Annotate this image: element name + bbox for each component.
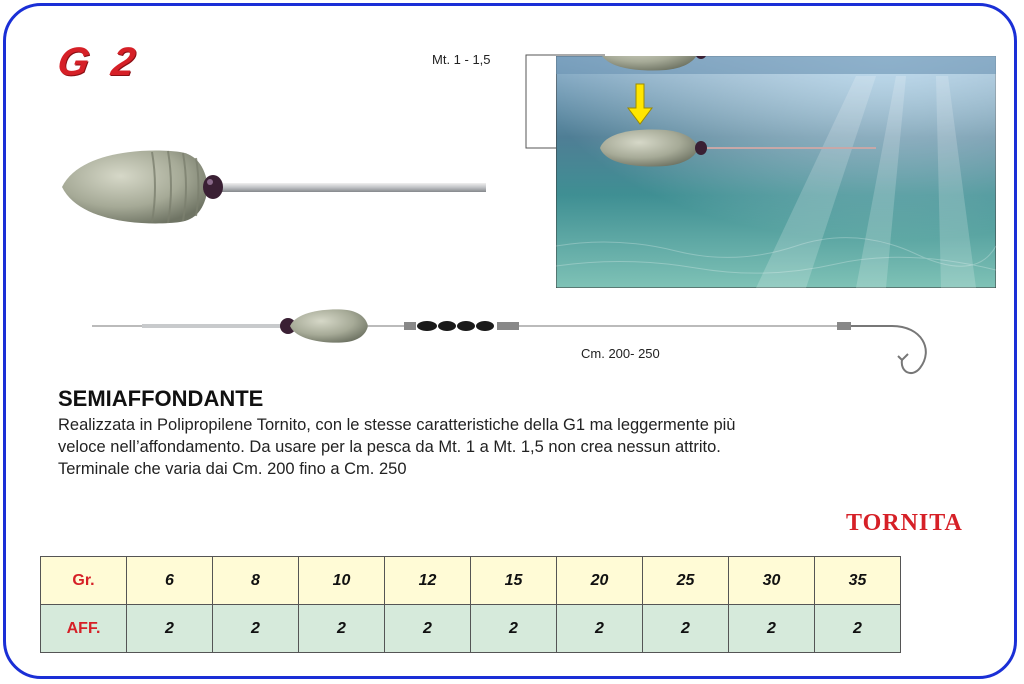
table-cell: 6 [126,556,213,605]
table-cell: 2 [298,604,385,653]
table-cell: 2 [212,604,299,653]
table-cell: 20 [556,556,643,605]
brand-logo: TORNITA [846,510,963,536]
table-cell: 8 [212,556,299,605]
product-title: SEMIAFFONDANTE [58,386,264,411]
table-cell: 2 [556,604,643,653]
table-cell: 2 [470,604,557,653]
table-cell: 10 [298,556,385,605]
table-cell: 2 [728,604,815,653]
row-header-aff: AFF. [40,604,127,653]
spec-table: Gr. 6 8 10 12 15 20 25 30 35 AFF. 2 2 2 … [40,556,901,653]
description-line: Realizzata in Polipropilene Tornito, con… [58,416,736,434]
table-row: Gr. 6 8 10 12 15 20 25 30 35 [40,556,901,605]
table-cell: 25 [642,556,729,605]
description-line: veloce nell’affondamento. Da usare per l… [58,438,721,456]
table-cell: 2 [642,604,729,653]
table-cell: 30 [728,556,815,605]
table-cell: 35 [814,556,901,605]
table-cell: 12 [384,556,471,605]
table-cell: 15 [470,556,557,605]
table-cell: 2 [814,604,901,653]
depth-label: Mt. 1 - 1,5 [432,52,491,67]
product-description: Realizzata in Polipropilene Tornito, con… [58,414,958,480]
underwater-scene [556,56,996,288]
rig-illustration [92,309,927,375]
length-label: Cm. 200- 250 [581,346,660,361]
model-name: G 2 [54,40,145,84]
description-line: Terminale che varia dai Cm. 200 fino a C… [58,460,407,478]
row-header-weight: Gr. [40,556,127,605]
page-frame [3,3,1017,679]
table-cell: 2 [384,604,471,653]
float-illustration [62,150,486,224]
table-cell: 2 [126,604,213,653]
table-row: AFF. 2 2 2 2 2 2 2 2 2 [40,604,901,653]
